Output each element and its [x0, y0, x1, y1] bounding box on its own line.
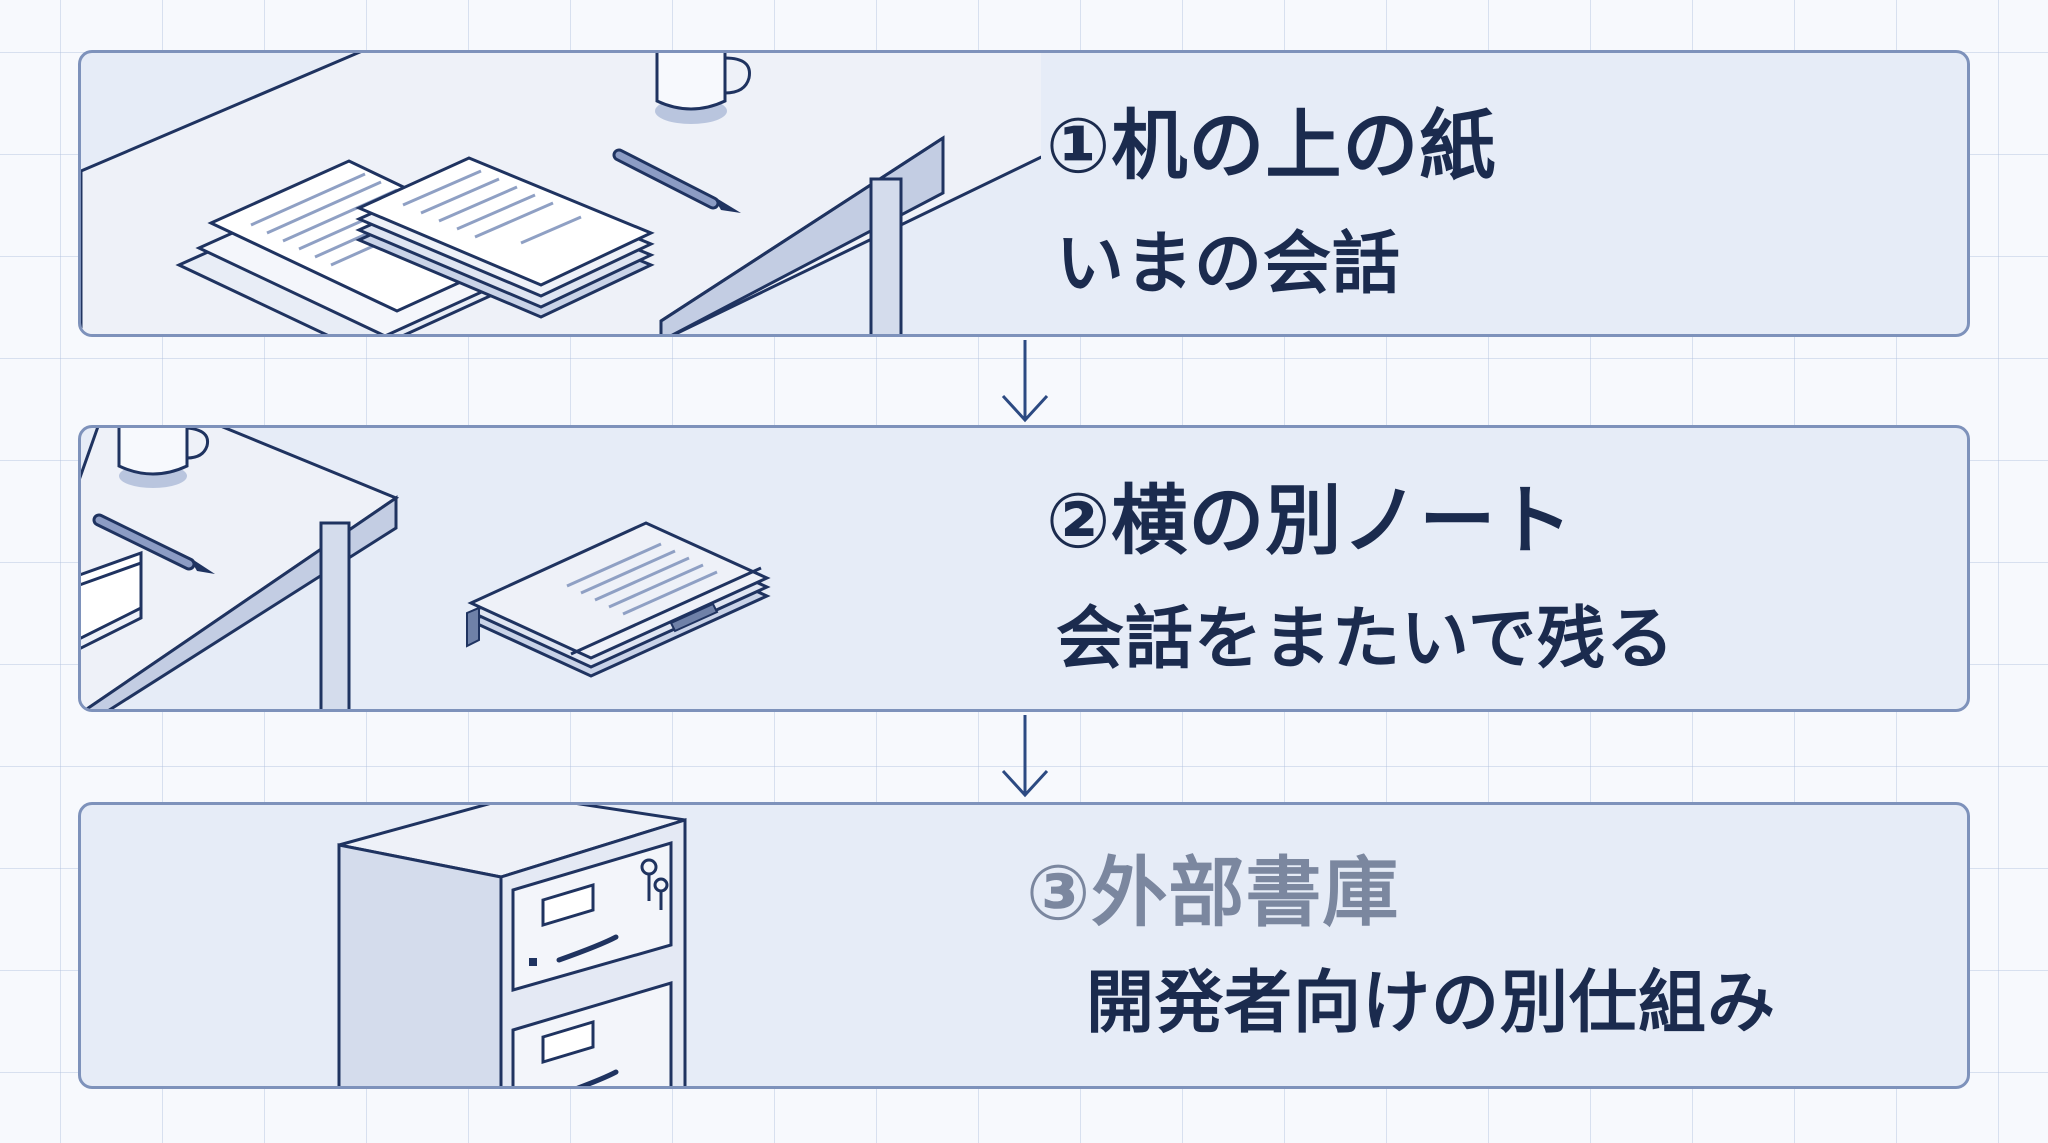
pen-icon [612, 148, 741, 213]
step-2-title: ②横の別ノート [1046, 476, 1574, 565]
pen-icon [92, 513, 215, 574]
step-card-3: ③外部書庫 開発者向けの別仕組み [78, 802, 1970, 1089]
step-1-title: ①机の上の紙 [1046, 101, 1497, 190]
filing-cabinet-icon [337, 805, 687, 1086]
notebook-icon [466, 521, 771, 678]
mug-icon [655, 53, 751, 124]
papers-icon [175, 156, 655, 334]
desk-papers-illustration [81, 53, 1041, 334]
down-arrow-icon [1001, 340, 1049, 423]
step-1-subtitle: いまの会話 [1056, 225, 1402, 304]
step-card-2: ②横の別ノート 会話をまたいで残る [78, 425, 1970, 712]
step-card-1: ①机の上の紙 いまの会話 [78, 50, 1970, 337]
notebook-illustration [81, 428, 771, 709]
step-3-title: ③外部書庫 [1026, 848, 1400, 937]
mug-icon [117, 428, 210, 488]
step-3-subtitle: 開発者向けの別仕組み [1086, 964, 1777, 1043]
filing-cabinet-illustration [337, 805, 687, 1086]
down-arrow-icon [1001, 715, 1049, 798]
step-2-subtitle: 会話をまたいで残る [1056, 600, 1675, 679]
